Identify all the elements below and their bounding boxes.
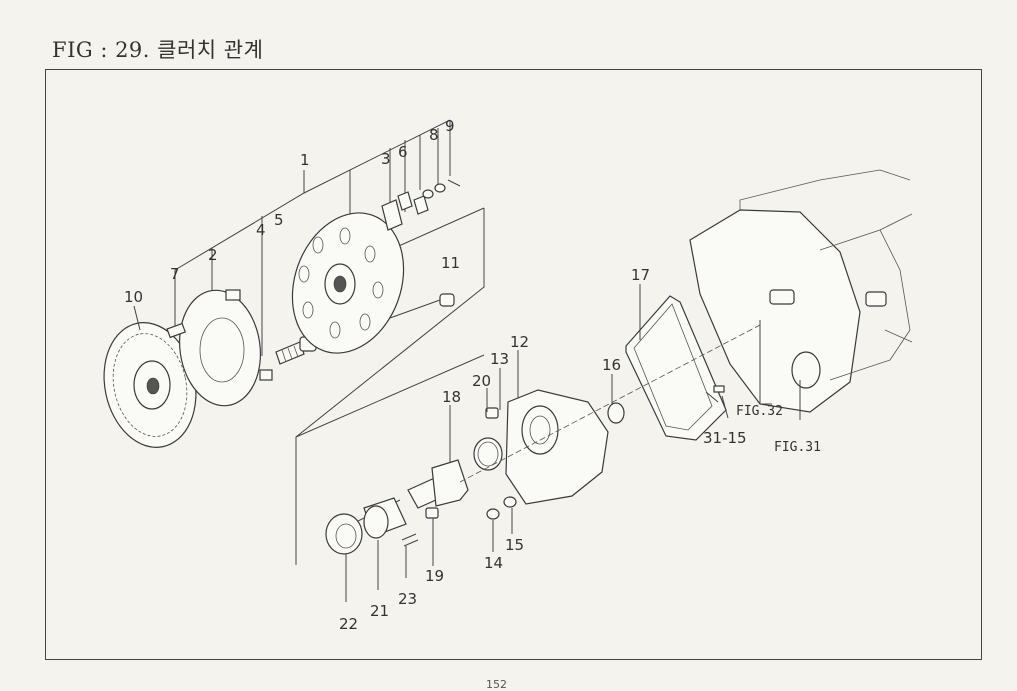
bolt-part-11 — [389, 293, 455, 319]
callout-21: 21 — [370, 602, 389, 620]
page-title: FIG : 29. 클러치 관계 — [52, 38, 264, 62]
small-bolts-parts — [401, 507, 439, 547]
callout-13: 13 — [490, 350, 509, 368]
callout-14: 14 — [484, 554, 503, 572]
callout-9: 9 — [445, 117, 455, 135]
callout-3: 3 — [381, 150, 391, 168]
clutch-disc-part — [103, 322, 197, 448]
callout-18: 18 — [442, 388, 461, 406]
pressure-plate-part — [178, 289, 273, 407]
callout-6: 6 — [398, 143, 408, 161]
callout-11: 11 — [441, 254, 460, 272]
release-bearing-part — [363, 497, 407, 539]
callout-17: 17 — [631, 266, 650, 284]
dowel-pin-part — [705, 385, 725, 403]
snap-ring-part — [607, 402, 625, 424]
callout-8: 8 — [429, 126, 439, 144]
transmission-case-part — [689, 169, 913, 413]
gasket-part — [625, 295, 727, 441]
callout-12: 12 — [510, 333, 529, 351]
clutch-housing-part — [505, 389, 609, 505]
nut-washer-parts — [486, 496, 517, 520]
callout-19: 19 — [425, 567, 444, 585]
page-number: 152 — [486, 678, 507, 691]
callout-22: 22 — [339, 615, 358, 633]
callout-leaders — [133, 284, 729, 602]
callout-20: 20 — [472, 372, 491, 390]
o-ring-part — [473, 437, 503, 471]
callout-4: 4 — [256, 221, 266, 239]
callout-1: 1 — [300, 151, 310, 169]
callout-7: 7 — [170, 265, 180, 283]
flywheel-plate-part — [291, 212, 405, 354]
callout-2: 2 — [208, 246, 218, 264]
callout-5: 5 — [274, 211, 284, 229]
lever-parts — [381, 179, 461, 231]
callout-16: 16 — [602, 356, 621, 374]
bolt-part-13 — [485, 407, 499, 419]
callout-10: 10 — [124, 288, 143, 306]
diagram-frame — [45, 69, 982, 660]
fig-31-ref: FIG.31 — [774, 440, 821, 455]
center-axis — [459, 324, 761, 483]
callout-15: 15 — [505, 536, 524, 554]
callout-23: 23 — [398, 590, 417, 608]
bearing-ring-part — [325, 513, 363, 555]
callout-labels: 1 2 3 4 5 6 7 8 9 10 11 12 13 14 15 16 1… — [124, 117, 821, 633]
fig-leaders — [759, 320, 801, 420]
bolt-part-7 — [166, 322, 186, 339]
fig-32-ref: FIG.32 — [736, 404, 783, 419]
callout-31-15: 31-15 — [703, 429, 747, 447]
